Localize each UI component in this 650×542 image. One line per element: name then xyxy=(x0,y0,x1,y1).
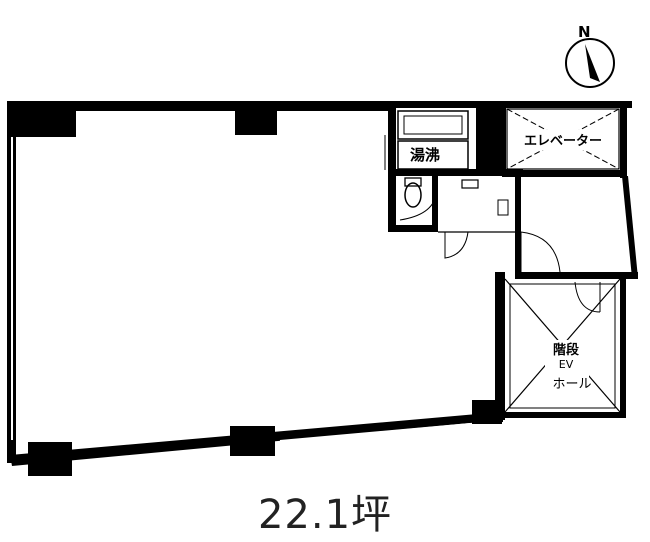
toilet xyxy=(399,177,515,259)
north-compass: N xyxy=(565,23,615,88)
stairs-label: 階段 xyxy=(553,342,579,358)
column xyxy=(235,101,277,135)
kettle-room-label: 湯沸 xyxy=(410,146,440,164)
ev-label: EV xyxy=(559,358,574,371)
column xyxy=(230,426,275,456)
hall-label: ホール xyxy=(552,377,591,392)
elevator-label: エレベーター xyxy=(524,134,602,149)
floor-area: 22.1坪 xyxy=(257,492,393,538)
stair-hall: 階段 EV ホール xyxy=(504,278,621,413)
hall-doors xyxy=(520,231,601,313)
column xyxy=(28,442,72,476)
kettle-room: 湯沸 xyxy=(384,110,469,170)
column xyxy=(10,101,76,137)
elevator: エレベーター xyxy=(506,108,620,170)
north-label: N xyxy=(578,23,591,41)
core-walls xyxy=(388,101,638,420)
